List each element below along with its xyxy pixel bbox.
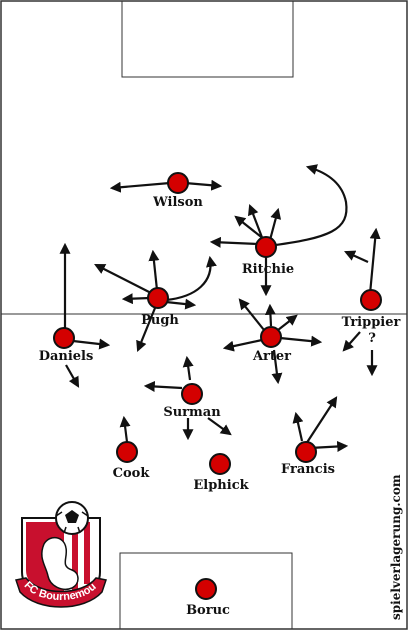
arrow-ritchie-up: [234, 215, 266, 241]
arrow-arter-upleft: [238, 298, 265, 331]
arrow-pugh-curve: [165, 255, 217, 302]
arrow-daniels-down: [65, 364, 80, 388]
player-ritchie: [255, 236, 277, 258]
label-daniels: Daniels: [39, 349, 94, 364]
player-labels: Wilson Ritchie Pugh Trippier ? Daniels A…: [39, 195, 401, 618]
arrow-trippier-upleft: [343, 250, 369, 264]
arrow-pugh-up: [148, 249, 160, 291]
player-elphick: [209, 453, 231, 475]
arrow-pugh-right: [165, 298, 197, 310]
arrow-francis-upright: [305, 396, 338, 445]
player-trippier: [360, 289, 382, 311]
arrow-trippier-downleft: [342, 331, 361, 352]
arrow-arter-upright: [277, 314, 298, 331]
label-arter: Arter: [252, 349, 291, 364]
bottom-penalty-box: [119, 552, 293, 630]
arrow-pugh-down: [136, 307, 157, 353]
players: [53, 172, 382, 600]
arrow-wilson-right: [184, 179, 223, 191]
top-penalty-box: [121, 0, 294, 78]
arrow-francis-upleft: [292, 411, 304, 442]
arrow-wilson-left: [109, 181, 171, 193]
player-pugh: [147, 287, 169, 309]
arrow-arter-up: [264, 303, 276, 327]
arrow-ritchie-left: [209, 236, 259, 248]
label-trippier: Trippier: [342, 315, 401, 330]
player-wilson: [167, 172, 189, 194]
label-pugh: Pugh: [141, 313, 179, 328]
label-elphick: Elphick: [193, 478, 249, 493]
arrow-surman-left: [143, 380, 183, 392]
label-boruc: Boruc: [186, 603, 230, 618]
club-crest: AFC Bournemouth: [15, 491, 107, 608]
player-arter: [260, 326, 282, 348]
label-trippier-note: ?: [368, 331, 376, 346]
arrow-surman-downright: [207, 417, 232, 436]
player-cook: [116, 441, 138, 463]
arrow-pugh-upleft: [94, 264, 154, 295]
arrow-ritchie-upleft: [248, 203, 265, 241]
label-surman: Surman: [163, 405, 221, 420]
arrow-arter-right: [279, 335, 323, 347]
crest-player-silhouette: [41, 536, 79, 590]
arrow-pugh-left: [121, 293, 151, 305]
label-cook: Cook: [113, 466, 151, 481]
arrow-ritchie-upright: [268, 207, 282, 241]
arrow-arter-left: [222, 338, 263, 352]
label-ritchie: Ritchie: [242, 262, 294, 277]
crest-banner: [15, 577, 107, 608]
label-francis: Francis: [281, 462, 335, 477]
player-daniels: [53, 327, 75, 349]
arrow-surman-up: [182, 355, 194, 381]
site-watermark: spielverlagerung.com: [389, 474, 403, 620]
player-boruc: [195, 578, 217, 600]
arrow-trippier-up: [368, 227, 381, 295]
soccer-ball-icon: [55, 501, 89, 535]
label-wilson: Wilson: [152, 195, 203, 210]
arrow-cook-up: [119, 415, 131, 443]
crest-stripes: [72, 522, 90, 592]
arrow-daniels-right: [72, 338, 111, 350]
arrow-ritchie-curve: [267, 164, 348, 248]
player-francis: [295, 441, 317, 463]
player-surman: [181, 383, 203, 405]
arrow-arter-down: [271, 349, 283, 385]
